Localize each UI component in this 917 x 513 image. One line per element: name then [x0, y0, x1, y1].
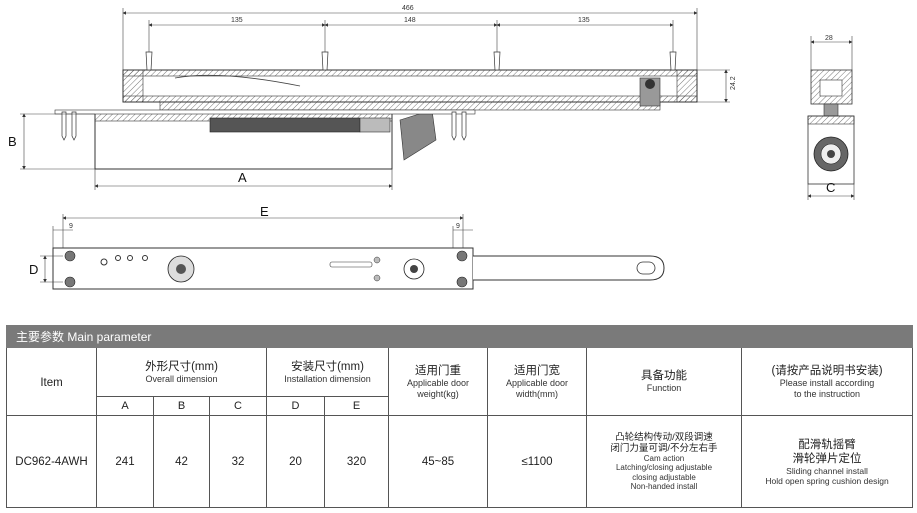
dim-seg-1: 135 — [231, 17, 243, 24]
technical-drawing: 466 135 148 135 24.2 — [8, 5, 855, 290]
header-installation: 安装尺寸(mm) Installation dimension — [266, 347, 389, 397]
header-door-width: 适用门宽 Applicable door width(mm) — [487, 347, 587, 416]
dim-overall-length: 466 — [402, 5, 414, 12]
dim-height: 24.2 — [730, 76, 737, 90]
label-e: E — [260, 204, 269, 219]
cell-d: 20 — [266, 415, 325, 508]
header-overall: 外形尺寸(mm) Overall dimension — [96, 347, 267, 397]
label-a: A — [238, 170, 247, 185]
e-dimension — [52, 214, 473, 250]
b-dimension — [20, 113, 95, 170]
cell-item: DC962-4AWH — [6, 415, 97, 508]
table-title: 主要参数 Main parameter — [5, 325, 914, 348]
side-view — [807, 36, 855, 200]
dim-arm-left: 9 — [69, 223, 73, 230]
slide-track — [122, 69, 698, 111]
cell-b: 42 — [153, 415, 210, 508]
subheader-c: C — [209, 396, 267, 416]
cell-install-note: 配滑轨摇臂 滑轮弹片定位 Sliding channel install Hol… — [740, 415, 914, 508]
track-screws — [145, 51, 677, 71]
header-function: 具备功能 Function — [586, 347, 742, 416]
label-c: C — [826, 180, 835, 195]
cell-e: 320 — [324, 415, 389, 508]
subheader-e: E — [324, 396, 389, 416]
cell-c: 32 — [209, 415, 267, 508]
dim-seg-2: 148 — [404, 17, 416, 24]
cell-function: 凸轮结构传动/双段调速 闭门力量可调/不分左右手 Cam action Latc… — [586, 415, 742, 508]
cell-door-width: ≤1100 — [487, 415, 587, 508]
arm-plate — [52, 247, 665, 290]
header-install-note: (请按产品说明书安装) Please install according to … — [740, 347, 914, 416]
dim-arm-right: 9 — [456, 223, 460, 230]
dim-side-width: 28 — [825, 35, 833, 42]
a-dimension — [94, 169, 393, 190]
top-dimensions — [122, 8, 698, 70]
parameter-table: 主要参数 Main parameter Item 外形尺寸(mm) Overal… — [5, 325, 914, 508]
header-door-weight: 适用门重 Applicable door weight(kg) — [388, 347, 488, 416]
body-screws — [61, 111, 467, 141]
subheader-a: A — [96, 396, 154, 416]
subheader-d: D — [266, 396, 325, 416]
dim-seg-3: 135 — [578, 17, 590, 24]
header-item: Item — [6, 347, 97, 416]
table-row: DC962-4AWH 241 42 32 20 320 45~85 ≤1100 … — [6, 415, 914, 508]
label-d: D — [29, 262, 38, 277]
closer-body — [54, 109, 476, 170]
cell-door-weight: 45~85 — [388, 415, 488, 508]
subheader-b: B — [153, 396, 210, 416]
cell-a: 241 — [96, 415, 154, 508]
height-dimension — [697, 69, 730, 103]
label-b: B — [8, 134, 17, 149]
d-dimension — [40, 255, 63, 283]
